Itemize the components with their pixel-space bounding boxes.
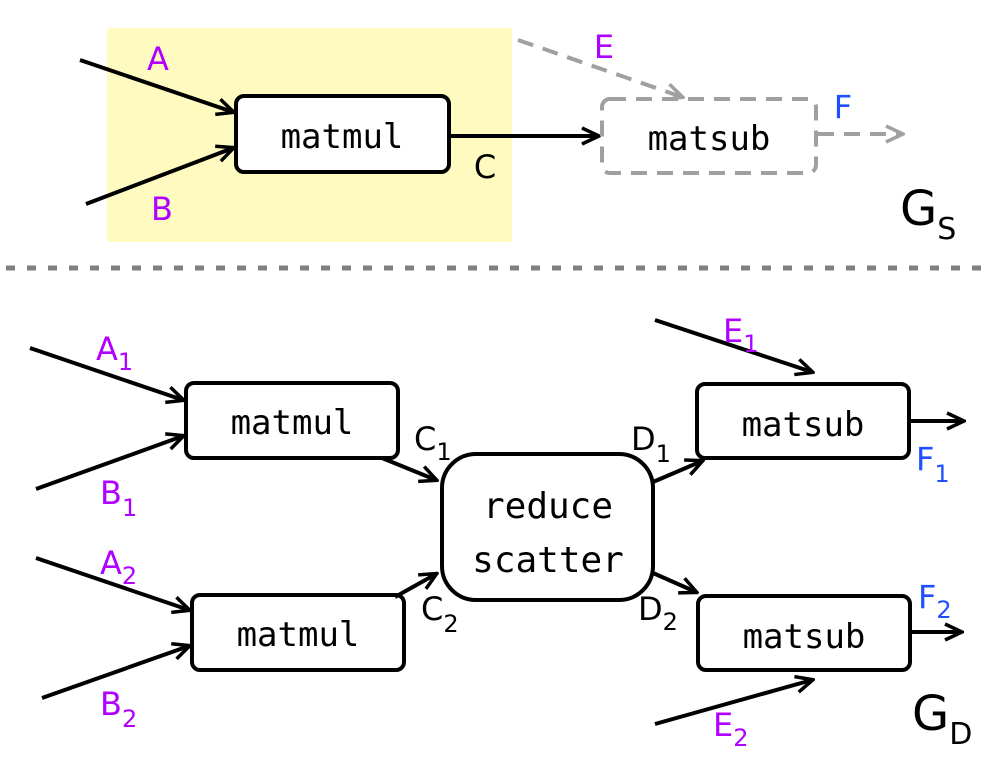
label-c1: C1: [414, 420, 452, 466]
label-b: B: [151, 190, 173, 228]
edge-a: [79, 58, 233, 112]
edge-d1: [652, 461, 702, 484]
edge-b2: [41, 646, 189, 700]
label-a: A: [147, 40, 169, 78]
top-graph: matmul matsub A B C E F GS: [79, 28, 956, 247]
label-f: F: [834, 88, 852, 126]
node-reduce-label: reduce: [483, 486, 613, 527]
edge-a2: [35, 556, 189, 610]
node-scatter-label: scatter: [472, 540, 624, 581]
label-d1: D1: [631, 420, 671, 468]
label-b2: B2: [100, 685, 137, 733]
edge-b1: [35, 436, 183, 491]
node-matsub-ghost-label: matsub: [648, 119, 771, 159]
node-reduce-scatter: [440, 452, 655, 602]
edge-e1: [654, 318, 812, 372]
node-matmul-1: [184, 381, 400, 460]
node-matmul-label: matmul: [281, 117, 404, 157]
label-c2: C2: [421, 590, 459, 638]
graph-label-gs: GS: [900, 181, 956, 247]
node-matmul-2-label: matmul: [237, 615, 360, 655]
node-matmul-1-label: matmul: [231, 403, 354, 443]
label-f1: F1: [916, 440, 950, 488]
graph-label-gd: GD: [912, 686, 972, 752]
bottom-graph: matmul matmul reduce scatter matsub mats…: [29, 312, 972, 752]
edge-d2: [652, 571, 696, 592]
edge-c2: [394, 574, 436, 599]
label-a1: A1: [96, 330, 133, 376]
label-b1: B1: [100, 474, 137, 522]
edge-b: [85, 148, 233, 206]
node-matsub-1-label: matsub: [742, 405, 865, 445]
label-c: C: [474, 148, 496, 186]
label-e2: E2: [713, 706, 749, 752]
label-f2: F2: [918, 578, 952, 624]
edge-e: [517, 38, 682, 97]
node-matsub-ghost: [600, 97, 818, 175]
label-d2: D2: [638, 590, 678, 636]
node-matmul-2: [190, 593, 406, 672]
label-a2: A2: [100, 544, 137, 590]
label-e1: E1: [723, 312, 759, 358]
node-matsub-2-label: matsub: [743, 617, 866, 657]
label-e: E: [594, 28, 614, 66]
edge-e2: [654, 680, 812, 726]
edge-c1: [381, 456, 436, 480]
edge-a1: [29, 346, 183, 400]
